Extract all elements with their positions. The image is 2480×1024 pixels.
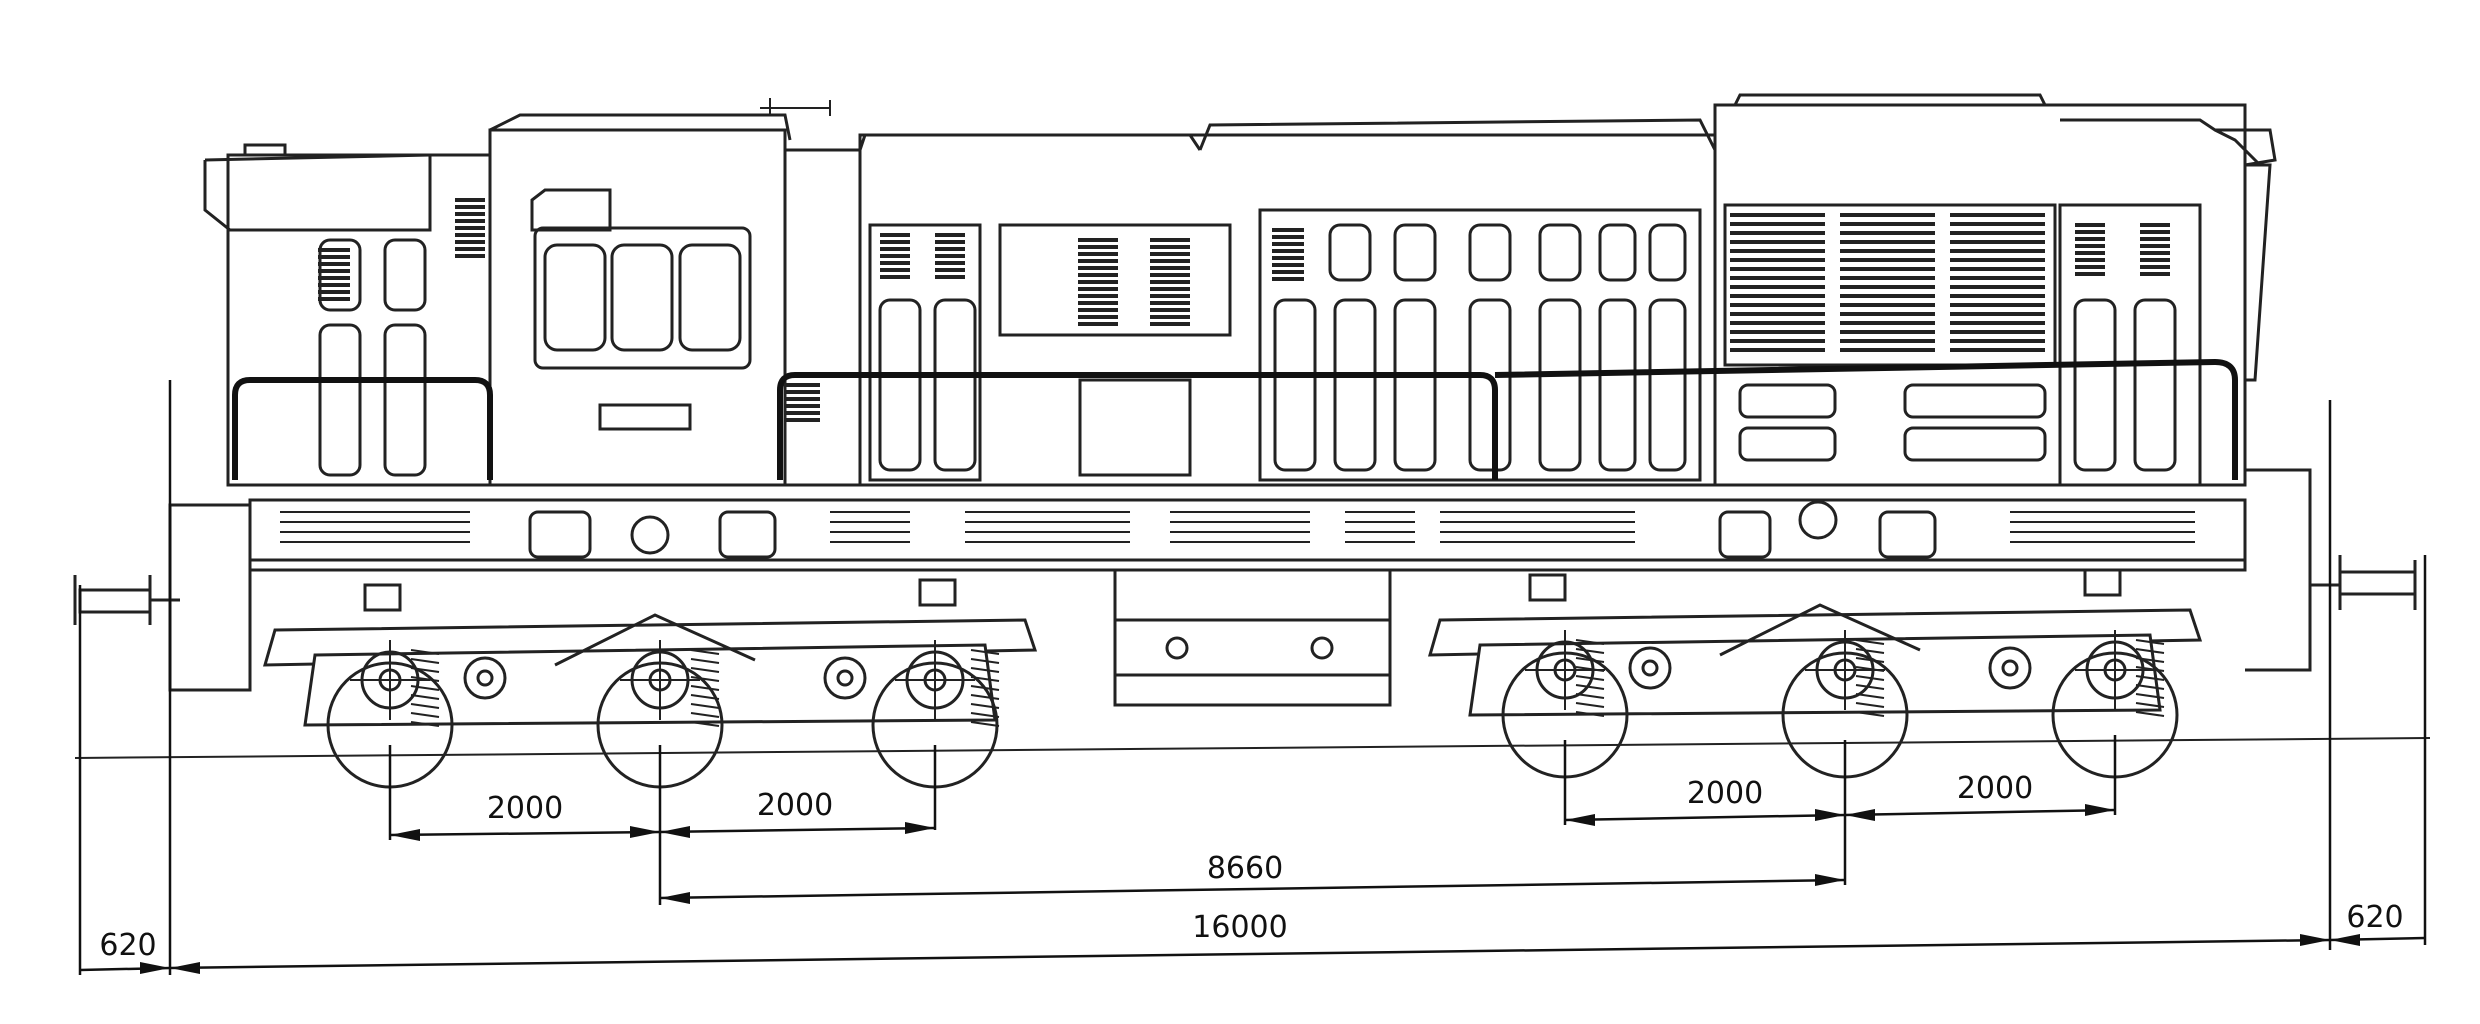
dim-line-bogie-b-2 (1844, 808, 2116, 817)
horn-icon (760, 98, 831, 116)
cab-window-left (543, 243, 607, 352)
dim-label-bogie-a-axle-1-2: 2000 (487, 791, 563, 826)
dim-label-bogie-b-axle-2-3: 2000 (1957, 771, 2033, 806)
hood-door-end (2058, 203, 2202, 487)
frame-panels (280, 510, 2195, 559)
dim-label-bogie-a-axle-2-3: 2000 (757, 788, 833, 823)
dim-label-bogie-centres: 8660 (1207, 851, 1283, 886)
dim-label-bogie-b-axle-1-2: 2000 (1687, 776, 1763, 811)
bogie-pivot-a (630, 515, 670, 555)
dim-label-buffer-left: 620 (99, 928, 156, 963)
dim-line-bogie-b-1 (1564, 813, 1846, 822)
bogie-b (1428, 568, 2203, 779)
long-hood (858, 133, 1717, 487)
bogie-pivot-b (1798, 500, 1838, 540)
dimension-lines (78, 380, 2427, 975)
hood-door-windows (318, 223, 2177, 477)
cab-window-centre (610, 243, 674, 352)
buffer-left (73, 575, 180, 625)
dim-label-buffer-right: 620 (2346, 900, 2403, 935)
louvres (318, 198, 2170, 422)
dim-line-overall (169, 938, 2331, 970)
rail-line (74, 737, 2431, 759)
buffer-right (2310, 555, 2417, 610)
engine-compartment (1713, 103, 2247, 487)
fuel-tank (1113, 568, 1392, 707)
dim-label-overall-length: 16000 (1192, 910, 1287, 945)
dim-line-bogie-centres (659, 878, 1846, 900)
dim-line-bogie-a-1 (389, 830, 661, 837)
hood-door-group (1258, 208, 1702, 482)
hood-door-1 (868, 223, 982, 482)
number-plate (598, 403, 692, 431)
handrail (232, 358, 2238, 480)
driver-cab (488, 128, 787, 487)
locomotive-body (73, 93, 2417, 707)
hood-vent-panel (998, 223, 1232, 337)
dim-line-bogie-a-2 (659, 826, 936, 834)
cab-window-right (678, 243, 742, 352)
